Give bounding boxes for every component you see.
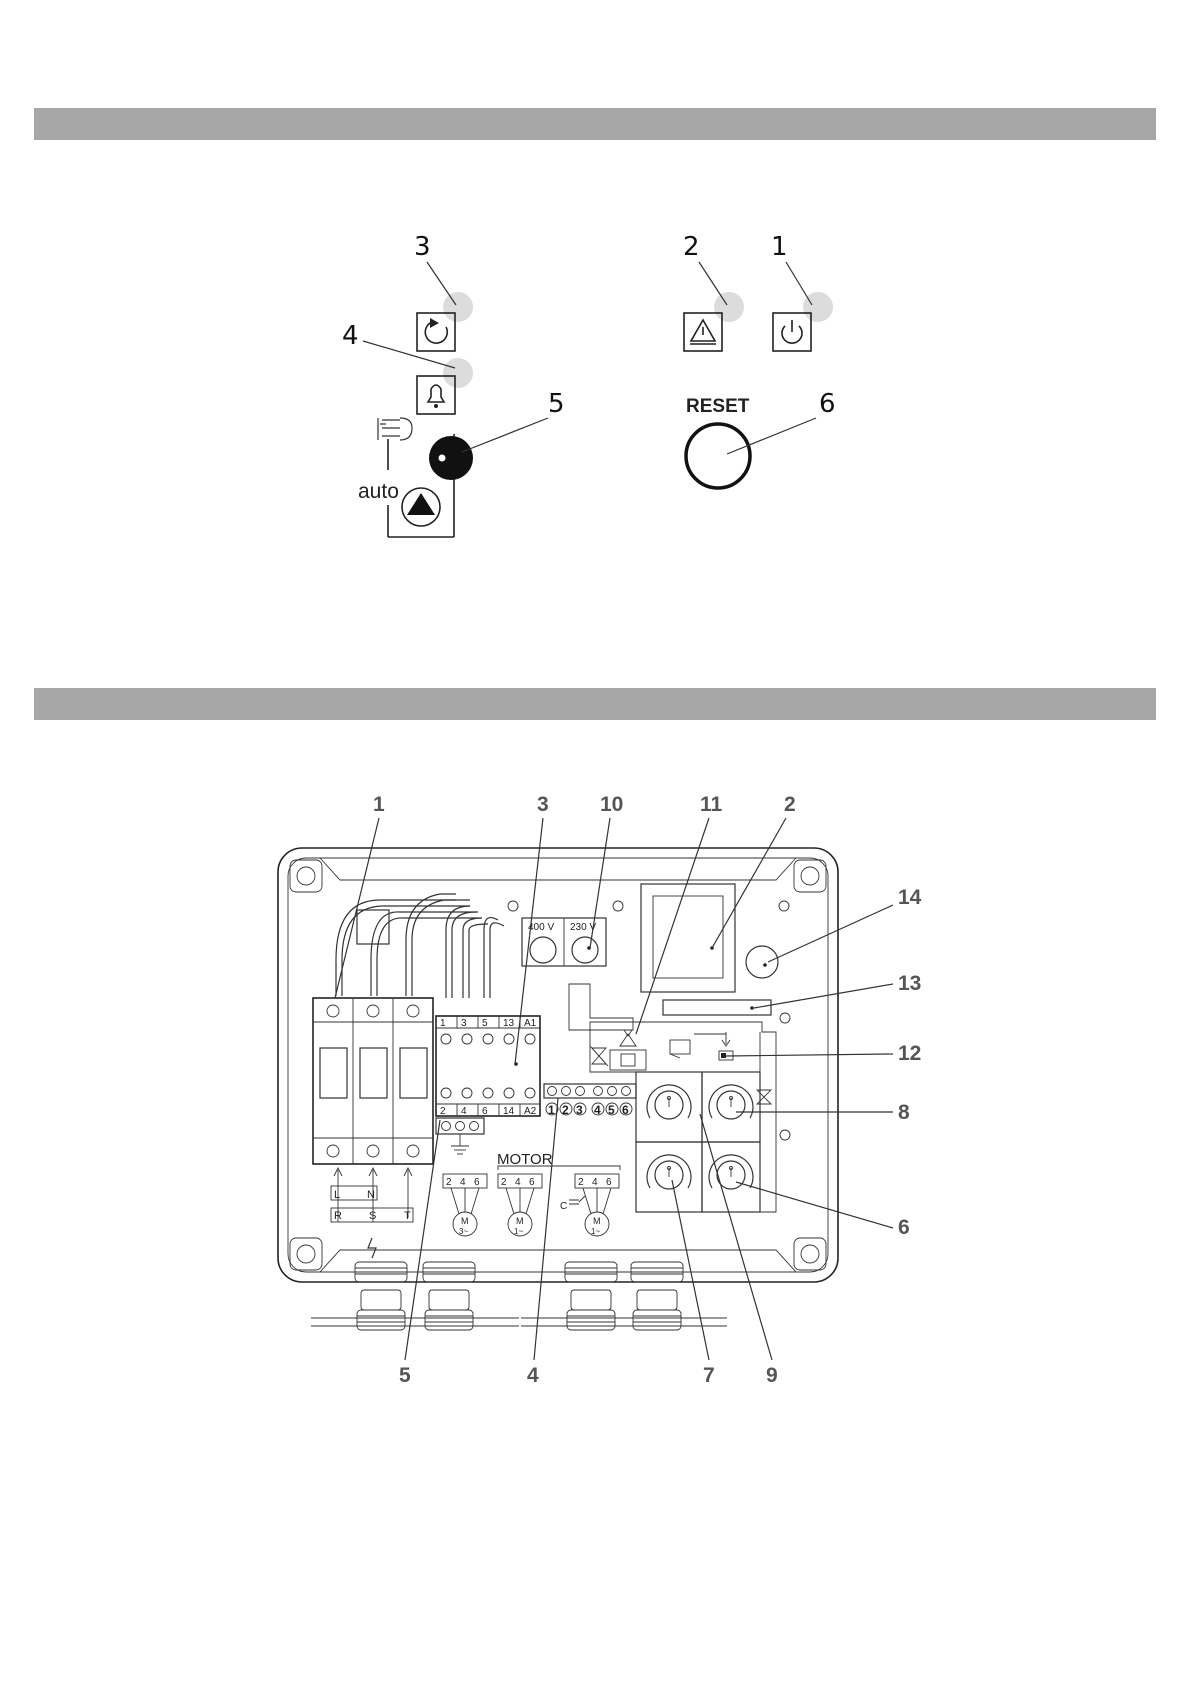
motor-terminal-4: 4	[460, 1177, 466, 1188]
board-callout-8: 8	[898, 1101, 910, 1124]
board-callout-6: 6	[898, 1216, 910, 1239]
board-callout-14: 14	[898, 886, 922, 909]
contactor-bottom-terminal-6: 6	[482, 1106, 488, 1117]
board-callout-11: 11	[700, 793, 723, 816]
contactor-bottom-terminal-14: 14	[503, 1106, 515, 1117]
contactor-top-terminal-A1: A1	[524, 1018, 537, 1029]
control-pcb	[590, 1022, 776, 1212]
board-callout-12: 12	[898, 1042, 921, 1065]
board-callout-9: 9	[766, 1364, 778, 1387]
potentiometer-group	[636, 1072, 760, 1212]
control-panel: auto RESET 3 4 5 2 1 6	[342, 232, 836, 537]
reset-label: RESET	[686, 396, 750, 417]
motor-terminal-2: 2	[446, 1177, 452, 1188]
terminal-number-5: 5	[608, 1103, 615, 1117]
board-callout-7: 7	[703, 1364, 715, 1387]
motor-terminal-6: 6	[474, 1177, 480, 1188]
board-callout-10: 10	[600, 793, 623, 816]
supply-s-label: S	[369, 1210, 376, 1222]
earth-terminal	[436, 1118, 484, 1134]
motor-phase-label: 3~	[459, 1227, 468, 1236]
terminal-number-4: 4	[594, 1103, 601, 1117]
motor-phase-label: 1~	[514, 1227, 523, 1236]
warning-triangle-icon	[690, 320, 716, 344]
terminal-number-6: 6	[622, 1103, 629, 1117]
terminal-number-2: 2	[562, 1103, 569, 1117]
callout-6: 6	[819, 389, 836, 419]
motor-terminal-6: 6	[529, 1177, 535, 1188]
voltage-400-label: 400 V	[528, 922, 554, 933]
callout-1: 1	[771, 232, 788, 262]
callout-2: 2	[683, 232, 700, 262]
supply-r-label: R	[334, 1210, 342, 1222]
motor-m-label: M	[593, 1216, 601, 1226]
contactor-bottom-terminal-A2: A2	[524, 1106, 537, 1117]
callout-3: 3	[414, 232, 431, 262]
motor-terminal-6: 6	[606, 1177, 612, 1188]
contactor-bottom-terminal-4: 4	[461, 1106, 467, 1117]
terminal-number-1: 1	[548, 1103, 555, 1117]
reset-button[interactable]	[686, 424, 750, 488]
motor-terminal-4: 4	[515, 1177, 521, 1188]
board-callout-3: 3	[537, 793, 549, 816]
contactor-top-terminal-3: 3	[461, 1018, 467, 1029]
callout-4: 4	[342, 321, 359, 351]
board-callout-5: 5	[399, 1364, 411, 1387]
board-callout-1: 1	[373, 793, 385, 816]
auto-label: auto	[358, 480, 399, 503]
board-callout-13: 13	[898, 972, 921, 995]
contactor-bottom-terminal-2: 2	[440, 1106, 446, 1117]
enclosure	[278, 848, 838, 1282]
board-callout-4: 4	[527, 1364, 539, 1387]
supply-t-label: T	[404, 1210, 411, 1222]
led-alarm	[443, 358, 473, 388]
motor-m-label: M	[461, 1216, 469, 1226]
board-callout-2: 2	[784, 793, 796, 816]
motor-terminal-2: 2	[501, 1177, 507, 1188]
motor-terminal-4: 4	[592, 1177, 598, 1188]
contactor-top-terminal-5: 5	[482, 1018, 488, 1029]
terminal-number-3: 3	[576, 1103, 583, 1117]
circuit-breaker	[313, 998, 433, 1164]
capacitor-label: C	[560, 1201, 567, 1212]
supply-l-label: L	[334, 1189, 340, 1201]
supply-n-label: N	[367, 1189, 375, 1201]
bell-icon	[428, 385, 444, 408]
rotate-icon	[425, 322, 447, 343]
led-pump-running	[443, 292, 473, 322]
motor-terminal-2: 2	[578, 1177, 584, 1188]
contactor-top-terminal-13: 13	[503, 1018, 515, 1029]
motor-label: MOTOR	[497, 1151, 553, 1168]
contactor	[436, 1016, 540, 1116]
power-icon	[782, 320, 802, 343]
fuse	[746, 946, 778, 978]
motor-m-label: M	[516, 1216, 524, 1226]
contactor-top-terminal-1: 1	[440, 1018, 446, 1029]
motor-phase-label: 1~	[591, 1227, 600, 1236]
led-fault	[714, 292, 744, 322]
terminal-strip	[544, 1084, 636, 1098]
manual-hand-icon	[378, 418, 412, 440]
callout-5: 5	[548, 389, 565, 419]
mode-selector-knob[interactable]	[429, 436, 473, 480]
